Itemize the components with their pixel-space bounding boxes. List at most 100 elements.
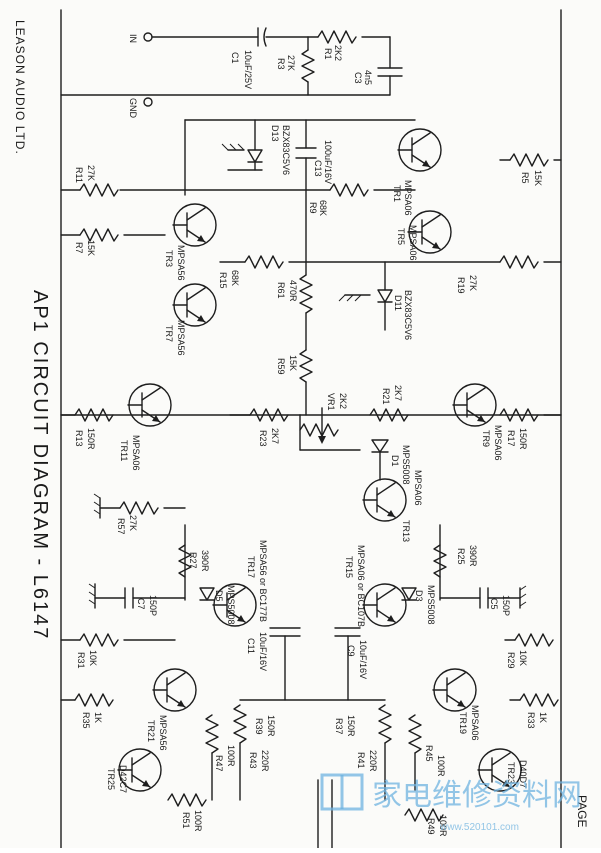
c7-ref: C7 [136, 598, 146, 610]
r9-value: 68K [318, 200, 328, 216]
r21-ref: R21 [381, 388, 391, 405]
transistor-tr3 [172, 203, 217, 247]
bias-section [119, 119, 501, 416]
r33-value: 1K [538, 712, 548, 723]
d1-ref: D1 [390, 455, 400, 467]
transistor-tr13 [362, 478, 407, 522]
tr19-ref: TR19 [458, 712, 468, 734]
r21-value: 2K7 [393, 385, 403, 401]
c9-ref: C9 [346, 645, 356, 657]
r57-value: 27K [128, 515, 138, 531]
d13-value: BZX83C5V6 [281, 125, 291, 175]
r25-value: 390R [468, 545, 478, 567]
mid-diodes [178, 439, 447, 601]
tr21-ref: TR21 [146, 720, 156, 742]
output-resistors [167, 704, 444, 849]
r25-ref: R25 [456, 548, 466, 565]
r29-ref: R29 [506, 652, 516, 669]
supply-rails [60, 9, 562, 849]
c3-ref: C3 [353, 72, 363, 84]
tr5-ref: TR5 [396, 228, 406, 245]
r5-value: 15K [533, 170, 543, 186]
d11-ref: D11 [393, 295, 403, 311]
transistor-tr9 [452, 383, 497, 427]
r49-value: 100R [438, 815, 448, 837]
tr3-type: MPSA56 [176, 245, 186, 281]
r41-ref: R41 [356, 752, 366, 769]
tr23-ref: TR23 [506, 762, 516, 784]
transistor-tr11 [127, 383, 172, 427]
d5-ref: D5 [214, 590, 224, 602]
r47-value: 100R [226, 745, 236, 767]
r57-ref: R57 [116, 518, 126, 535]
transistor-tr19 [432, 668, 477, 712]
tr1-ref: TR1 [392, 185, 402, 202]
c5-value: 150P [501, 595, 511, 616]
r3-value: 27K [286, 55, 296, 71]
tr11-type: MPSA06 [131, 435, 141, 471]
r27-ref: R27 [188, 552, 198, 569]
r33-ref: R33 [526, 712, 536, 729]
c1-value: 10uF/25V [243, 50, 253, 89]
right-resistors [369, 153, 562, 707]
d3-ref: D3 [414, 590, 424, 602]
tr17-ref: TR17 [246, 556, 256, 578]
r15-value: 68K [230, 270, 240, 286]
r1-ref: R1 [323, 48, 333, 60]
r13-ref: R13 [74, 430, 84, 447]
c13-value: 100uF/16V [323, 140, 333, 184]
c11-value: 10uF/16V [258, 632, 268, 671]
r13-value: 150R [86, 428, 96, 450]
r15-ref: R15 [218, 272, 228, 289]
d3-value: MPS5008 [426, 585, 436, 625]
c5-ref: C5 [489, 598, 499, 610]
watermark-text: 家电维修资料网 [372, 779, 582, 812]
transistor-tr1 [397, 128, 442, 172]
d11-value: BZX83C5V6 [403, 290, 413, 340]
c13-ref: C13 [313, 160, 323, 177]
r51-ref: R51 [181, 812, 191, 829]
diagram-title: AP1 CIRCUIT DIAGRAM - L6147 [29, 290, 51, 640]
tr19-type: MPSA06 [470, 705, 480, 741]
d1-value: MPS5008 [401, 445, 411, 485]
r9-ref: R9 [308, 202, 318, 214]
r37-ref: R37 [334, 718, 344, 735]
watermark-url: www.520101.com [439, 822, 519, 833]
r29-value: 10K [518, 650, 528, 666]
r49-ref: R49 [426, 818, 436, 835]
tr5-type: MPSA06 [408, 225, 418, 261]
transistor-tr15 [362, 583, 407, 627]
r35-value: 1K [93, 712, 103, 723]
r39-value: 150R [266, 715, 276, 737]
r43-value: 220R [260, 750, 270, 772]
r45-ref: R45 [424, 745, 434, 762]
tr23-type: D40D7 [518, 760, 528, 788]
r11-ref: R11 [74, 167, 84, 183]
r27-value: 390R [200, 550, 210, 572]
d5-value: MPS5008 [226, 585, 236, 625]
r37-value: 150R [346, 715, 356, 737]
left-resistors [60, 183, 289, 707]
r61-value: 470R [288, 280, 298, 302]
r1-value: 2K2 [333, 45, 343, 61]
r5-ref: R5 [520, 172, 530, 184]
d13-ref: D13 [270, 125, 280, 142]
r7-value: 15K [86, 240, 96, 256]
r43-ref: R43 [248, 752, 258, 769]
r19-value: 27K [468, 275, 478, 291]
tr7-type: MPSA56 [176, 320, 186, 356]
tr7-ref: TR7 [164, 325, 174, 342]
tr15-ref: TR15 [344, 556, 354, 578]
transistors [117, 128, 522, 792]
r35-ref: R35 [81, 712, 91, 729]
vr1-preset [299, 407, 361, 451]
r59-ref: R59 [276, 358, 286, 375]
vr1-ref: VR1 [326, 393, 336, 411]
tr1-type: MPSA06 [403, 180, 413, 216]
vr1-value: 2K2 [338, 393, 348, 409]
r17-ref: R17 [506, 430, 516, 447]
r19-ref: R19 [456, 277, 466, 294]
tr15-type: MPSA06 or BC107B [356, 545, 366, 627]
